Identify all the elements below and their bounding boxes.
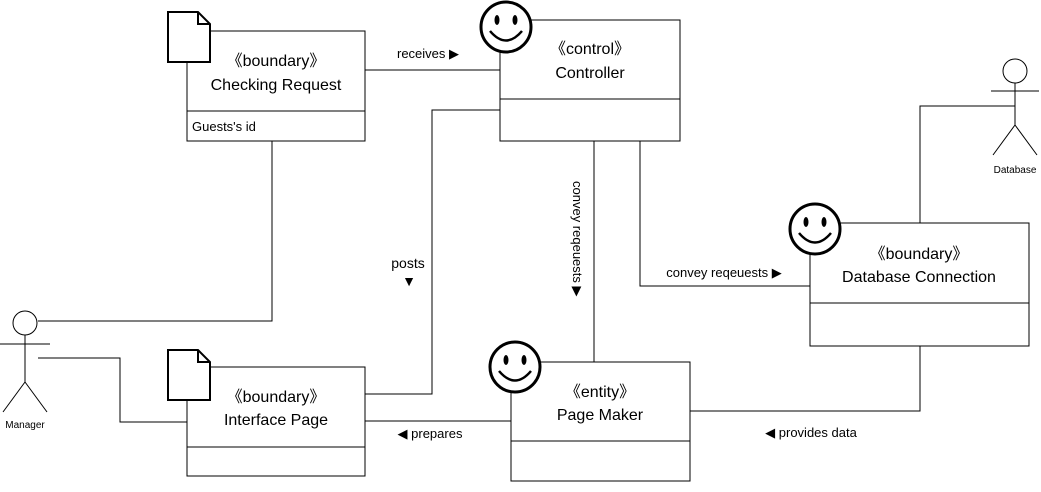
connector-database-dbconnection <box>919 105 1015 223</box>
stick-figure-icon <box>991 58 1039 156</box>
connector-checking-manager <box>38 141 273 322</box>
stereotype-label: 《entity》 <box>565 384 635 401</box>
smiley-face-icon <box>479 0 533 54</box>
label-receives: receives ▶ <box>397 46 459 61</box>
connector-controller-dbconnection <box>639 141 810 287</box>
actor-label: Manager <box>5 420 45 431</box>
class-controller[interactable]: 《control》 Controller <box>499 19 681 142</box>
label-convey-requests-horizontal: convey reqeuests ▶ <box>666 265 782 280</box>
label-convey-requests-vertical: convey reqeuests ▶ <box>570 181 585 297</box>
smiley-face-icon <box>488 340 542 394</box>
class-interface-page[interactable]: 《boundary》 Interface Page <box>186 366 366 477</box>
class-checking-request[interactable]: 《boundary》 Checking Request Guests's id <box>186 30 366 142</box>
smiley-face-icon <box>788 202 842 256</box>
connector-manager-interface <box>38 357 187 423</box>
stereotype-label: 《boundary》 <box>227 389 326 406</box>
label-provides-data: ◀ provides data <box>765 425 857 440</box>
class-name: Checking Request <box>211 77 342 94</box>
stereotype-label: 《boundary》 <box>227 53 326 70</box>
stereotype-label: 《boundary》 <box>870 246 969 263</box>
class-name: Database Connection <box>842 269 996 286</box>
label-posts-arrow: ▼ <box>402 273 416 289</box>
connector-pagemaker-dbconnection <box>690 346 921 412</box>
label-posts: posts <box>391 255 424 271</box>
class-page-maker[interactable]: 《entity》 Page Maker <box>510 361 691 482</box>
stereotype-label: 《control》 <box>550 41 630 58</box>
class-name: Controller <box>555 65 625 82</box>
actor-label: Database <box>994 165 1037 176</box>
document-icon <box>167 11 211 63</box>
stick-figure-icon <box>0 310 50 413</box>
class-name: Interface Page <box>224 412 328 429</box>
class-database-connection[interactable]: 《boundary》 Database Connection <box>809 222 1030 347</box>
actor-manager[interactable]: Manager <box>0 310 50 431</box>
class-name: Page Maker <box>557 407 644 424</box>
actor-database[interactable]: Database <box>991 58 1039 176</box>
document-icon <box>167 349 211 401</box>
connector-interface-controller <box>365 109 500 395</box>
label-prepares: ◀ prepares <box>398 426 463 441</box>
attribute-guests-id: Guests's id <box>192 119 256 134</box>
